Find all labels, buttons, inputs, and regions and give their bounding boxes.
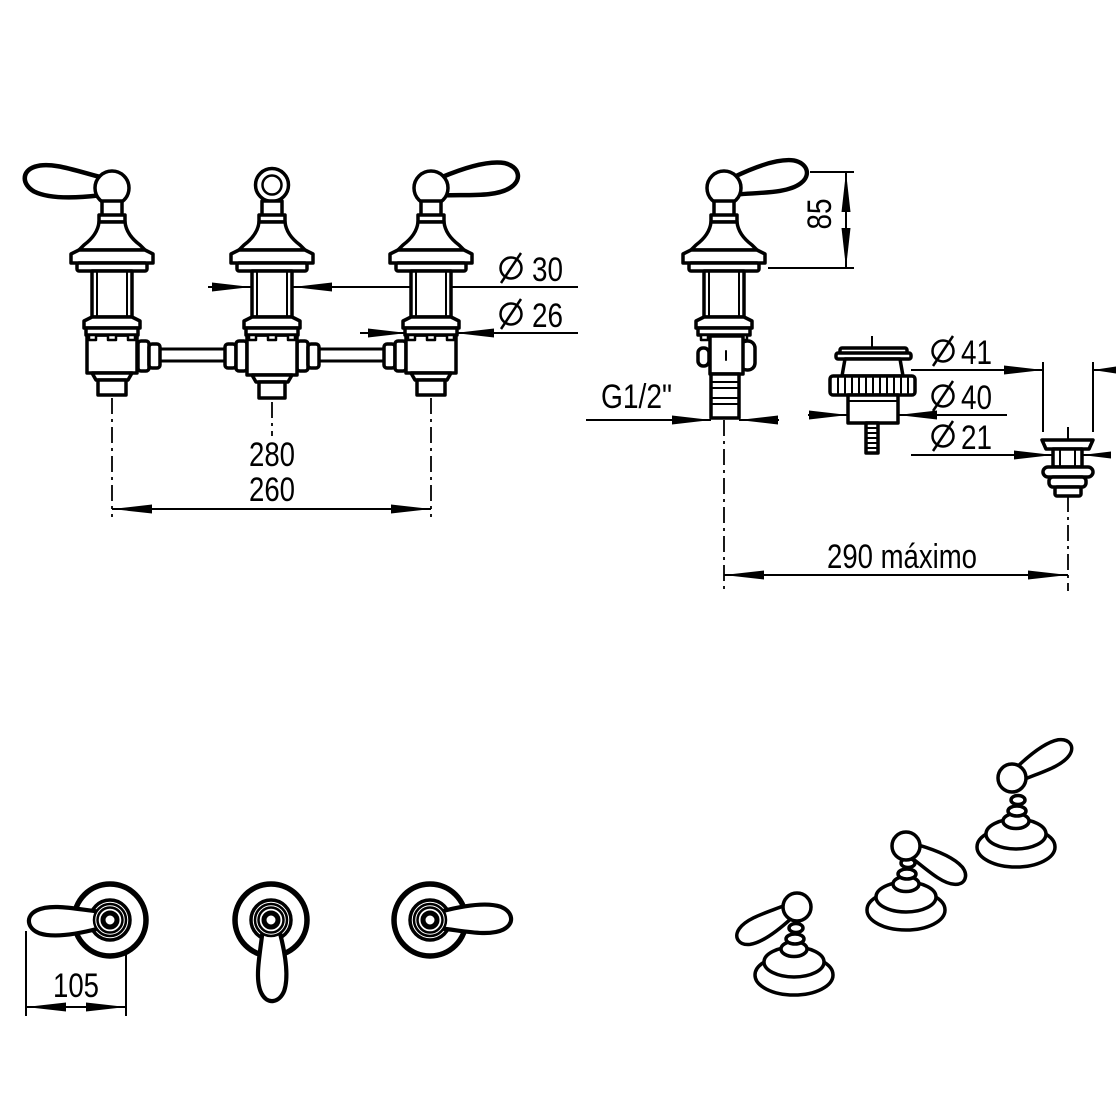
escutcheon-right (391, 881, 511, 959)
dim-stem-diameter-value: 30 (532, 251, 563, 289)
dim-plug-body-diameter-value: 40 (961, 379, 992, 417)
perspective-valve-right (975, 732, 1079, 869)
dim-shank-diameter: 26 (499, 297, 563, 335)
perspective-valve-middle (865, 830, 973, 932)
valve-middle (229, 166, 315, 400)
dim-plug-flange-diameter: 41 (931, 334, 992, 372)
diameter-symbol-icon (931, 335, 955, 367)
dim-plug-flange-diameter-value: 41 (961, 334, 992, 372)
escutcheon-middle (232, 881, 310, 1001)
diameter-symbol-icon (931, 420, 955, 452)
diameter-symbol-icon (931, 380, 955, 412)
plan-view (29, 881, 511, 1001)
dim-spread-max: 280 (249, 436, 295, 474)
inlet-pipe (709, 372, 741, 420)
perspective-valve-left (730, 891, 835, 997)
handle-ball (890, 830, 922, 862)
valve-right (388, 159, 520, 397)
dim-plug-body-diameter: 40 (931, 379, 992, 417)
dimension-labels: 30 26 280 260 85 G1/2" 290 máximo 41 (53, 199, 992, 1006)
dim-handle-length: 105 (53, 967, 99, 1005)
front-view (23, 159, 520, 400)
dim-shank-diameter-value: 26 (532, 297, 563, 335)
handle-lever (258, 931, 286, 1001)
dim-stem-diameter: 30 (499, 251, 563, 289)
handle-lever (29, 907, 99, 935)
pipe-coupling (136, 339, 408, 373)
side-view-valve (681, 156, 810, 420)
escutcheon-left (29, 881, 149, 959)
handle-lever (440, 159, 520, 200)
drain-tailpiece (1040, 438, 1095, 498)
dim-tailpiece-diameter-value: 21 (961, 419, 992, 457)
drain-plug (828, 346, 917, 455)
diameter-symbol-icon (499, 252, 523, 284)
dim-drain-reach: 290 máximo (827, 538, 977, 576)
dim-handle-height: 85 (801, 199, 839, 230)
dim-inlet-thread: G1/2" (601, 378, 672, 416)
dim-tailpiece-diameter: 21 (931, 419, 992, 457)
valve-left (23, 162, 155, 397)
perspective-view (730, 732, 1079, 997)
handle-lever (23, 162, 103, 203)
handle-ball (781, 891, 813, 923)
handle-ball (996, 762, 1028, 794)
dim-spread-min: 260 (249, 471, 295, 509)
handle-lever (441, 905, 511, 933)
dimension-arrows (26, 172, 1116, 1012)
handle-lever (732, 156, 810, 199)
diameter-symbol-icon (499, 298, 523, 330)
dimension-lines-under (25, 171, 1116, 1016)
